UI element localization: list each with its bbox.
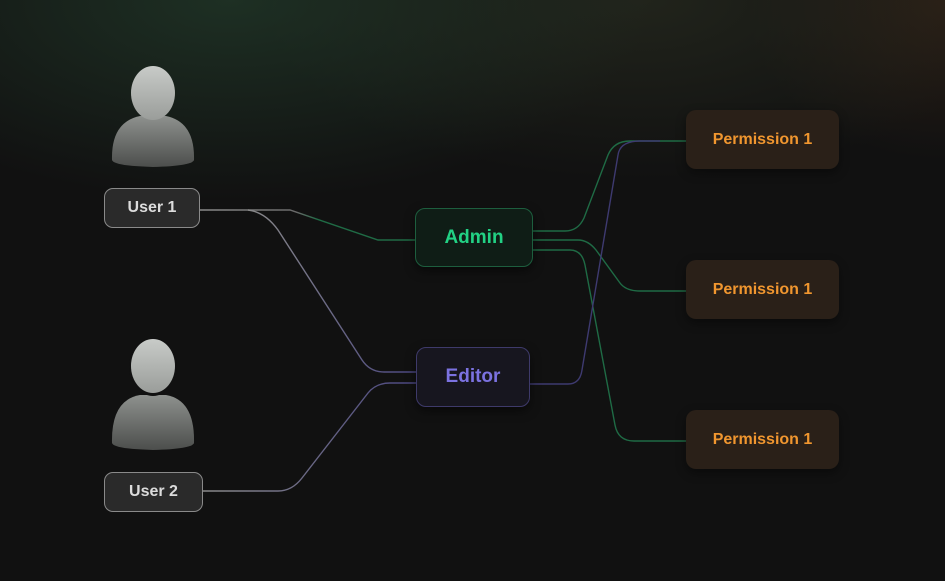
permission-node-2[interactable]: Permission 1	[686, 260, 839, 319]
wire-user2-editor	[203, 382, 416, 492]
user-avatar-icon	[111, 66, 195, 167]
wire-editor-perm1	[530, 140, 660, 385]
role-node-admin[interactable]: Admin	[415, 208, 533, 267]
wire-admin-perm1	[533, 140, 686, 232]
permission-node-3[interactable]: Permission 1	[686, 410, 839, 469]
permission-node-1[interactable]: Permission 1	[686, 110, 839, 169]
wire-user1-admin	[200, 209, 415, 241]
role-label: Admin	[444, 226, 504, 248]
wire-admin-perm2	[533, 239, 686, 292]
wire-user1-editor	[247, 209, 416, 373]
role-label: Editor	[445, 366, 501, 387]
permission-label: Permission 1	[712, 280, 813, 298]
role-node-editor[interactable]: Editor	[416, 347, 530, 407]
user-node-2[interactable]: User 2	[104, 472, 203, 512]
permission-label: Permission 1	[712, 430, 813, 448]
permission-label: Permission 1	[712, 130, 813, 148]
user-label: User 2	[129, 483, 178, 500]
user-label: User 1	[127, 199, 177, 216]
user-avatar-icon	[111, 338, 195, 450]
user-node-1[interactable]: User 1	[104, 188, 200, 228]
wire-admin-perm3	[533, 249, 686, 442]
